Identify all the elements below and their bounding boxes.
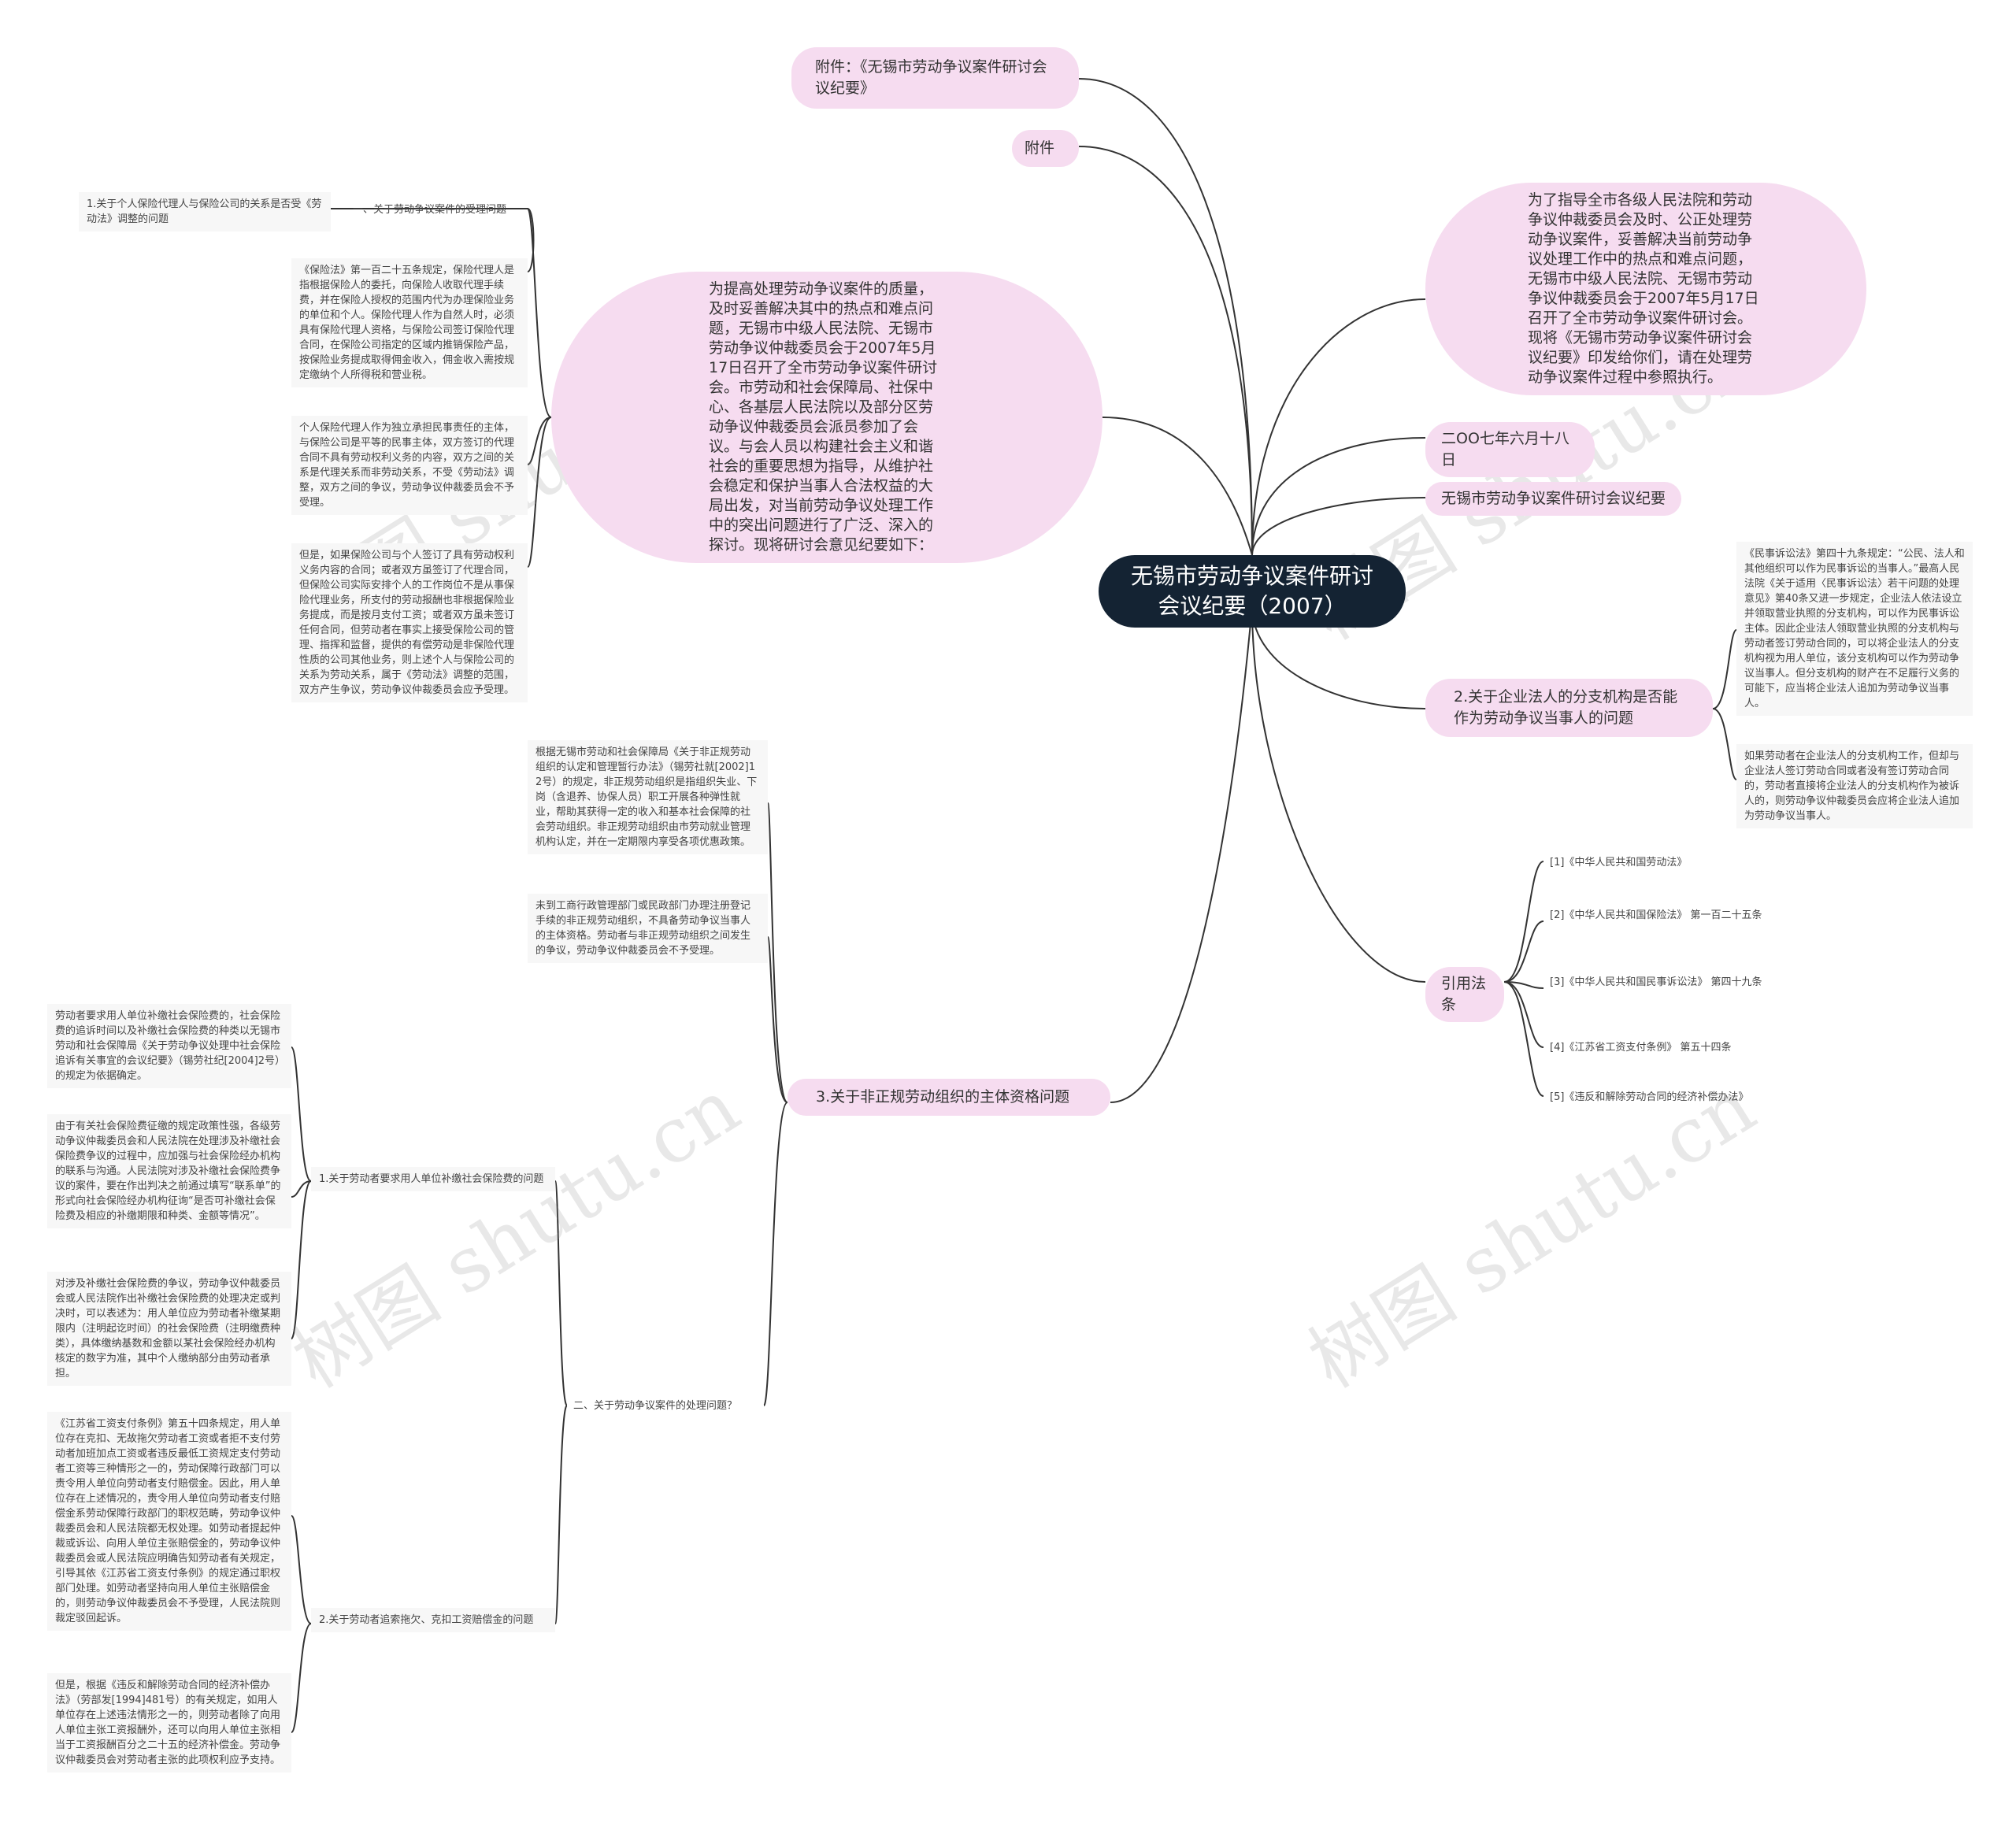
sec1-leaf-2[interactable]: 个人保险代理人作为独立承担民事责任的主体，与保险公司是平等的民事主体，双方签订的… bbox=[291, 416, 528, 515]
intro-text: 为了指导全市各级人民法院和劳动争议仲裁委员会及时、公正处理劳动争议案件，妥善解决… bbox=[1528, 191, 1759, 386]
preface-node[interactable]: 为提高处理劳动争议案件的质量，及时妥善解决其中的热点和难点问题，无锡市中级人民法… bbox=[551, 272, 1102, 563]
ref-item[interactable]: [1]《中华人民共和国劳动法》 bbox=[1550, 857, 1688, 869]
sec2-q2-leaf-1[interactable]: 《江苏省工资支付条例》第五十四条规定，用人单位存在克扣、无故拖欠劳动者工资或者拒… bbox=[47, 1412, 291, 1631]
sec2-q1-leaf-1[interactable]: 劳动者要求用人单位补缴社会保险费的，社会保险费的追诉时间以及补缴社会保险费的种类… bbox=[47, 1004, 291, 1088]
sec1-question[interactable]: 1.关于个人保险代理人与保险公司的关系是否受《劳动法》调整的问题 bbox=[79, 192, 331, 231]
root-topic[interactable]: 无锡市劳动争议案件研讨会议纪要（2007） bbox=[1099, 555, 1406, 628]
ref-item[interactable]: [3]《中华人民共和国民事诉讼法》 第四十九条 bbox=[1550, 976, 1762, 988]
sec2-q1-leaf-2[interactable]: 由于有关社会保险费征缴的规定政策性强，各级劳动争议仲裁委员会和人民法院在处理涉及… bbox=[47, 1114, 291, 1228]
sec1-leaf-1[interactable]: 《保险法》第一百二十五条规定，保险代理人是指根据保险人的委托，向保险人收取代理手… bbox=[291, 258, 528, 387]
refs-node[interactable]: 引用法条 bbox=[1425, 967, 1504, 1022]
sec2-q2[interactable]: 2.关于劳动者追索拖欠、克扣工资赔偿金的问题 bbox=[311, 1608, 555, 1632]
sec1-leaf-3[interactable]: 但是，如果保险公司与个人签订了具有劳动权利义务内容的合同；或者双方虽签订了代理合… bbox=[291, 543, 528, 702]
sec3-leaf-2[interactable]: 未到工商行政管理部门或民政部门办理注册登记手续的非正规劳动组织，不具备劳动争议当… bbox=[528, 894, 768, 963]
sec3-node[interactable]: 3.关于非正规劳动组织的主体资格问题 bbox=[788, 1079, 1110, 1116]
sec2-q2-leaf-2[interactable]: 但是，根据《违反和解除劳动合同的经济补偿办法》（劳部发[1994]481号）的有… bbox=[47, 1673, 291, 1772]
sec1-label[interactable]: 一、关于劳动争议案件的受理问题 bbox=[353, 204, 507, 216]
attachment-title-node[interactable]: 附件：《无锡市劳动争议案件研讨会议纪要》 bbox=[791, 47, 1079, 109]
ref-item[interactable]: [2]《中华人民共和国保险法》 第一百二十五条 bbox=[1550, 909, 1762, 921]
sec2-q1[interactable]: 1.关于劳动者要求用人单位补缴社会保险费的问题 bbox=[311, 1167, 555, 1191]
branch-leaf-1[interactable]: 《民事诉讼法》第四十九条规定：“公民、法人和其他组织可以作为民事诉讼的当事人。”… bbox=[1736, 542, 1973, 716]
ref-item[interactable]: [4]《江苏省工资支付条例》 第五十四条 bbox=[1550, 1042, 1732, 1054]
date-node[interactable]: 二OO七年六月十八日 bbox=[1425, 422, 1595, 477]
preface-text: 为提高处理劳动争议案件的质量，及时妥善解决其中的热点和难点问题，无锡市中级人民法… bbox=[709, 280, 938, 554]
ref-item[interactable]: [5]《违反和解除劳动合同的经济补偿办法》 bbox=[1550, 1091, 1749, 1103]
branch-leaf-2[interactable]: 如果劳动者在企业法人的分支机构工作，但却与企业法人签订劳动合同或者没有签订劳动合… bbox=[1736, 744, 1973, 828]
attachment-node[interactable]: 附件 bbox=[1012, 130, 1079, 167]
sec3-leaf-1[interactable]: 根据无锡市劳动和社会保障局《关于非正规劳动组织的认定和管理暂行办法》（锡劳社就[… bbox=[528, 740, 768, 854]
sec2-label[interactable]: 二、关于劳动争议案件的处理问题？ bbox=[573, 1400, 738, 1412]
minutes-node[interactable]: 无锡市劳动争议案件研讨会议纪要 bbox=[1425, 482, 1681, 516]
intro-node[interactable]: 为了指导全市各级人民法院和劳动争议仲裁委员会及时、公正处理劳动争议案件，妥善解决… bbox=[1425, 183, 1866, 395]
branch-question-node[interactable]: 2.关于企业法人的分支机构是否能作为劳动争议当事人的问题 bbox=[1425, 679, 1713, 737]
sec2-q1-leaf-3[interactable]: 对涉及补缴社会保险费的争议，劳动争议仲裁委员会或人民法院作出补缴社会保险费的处理… bbox=[47, 1272, 291, 1386]
